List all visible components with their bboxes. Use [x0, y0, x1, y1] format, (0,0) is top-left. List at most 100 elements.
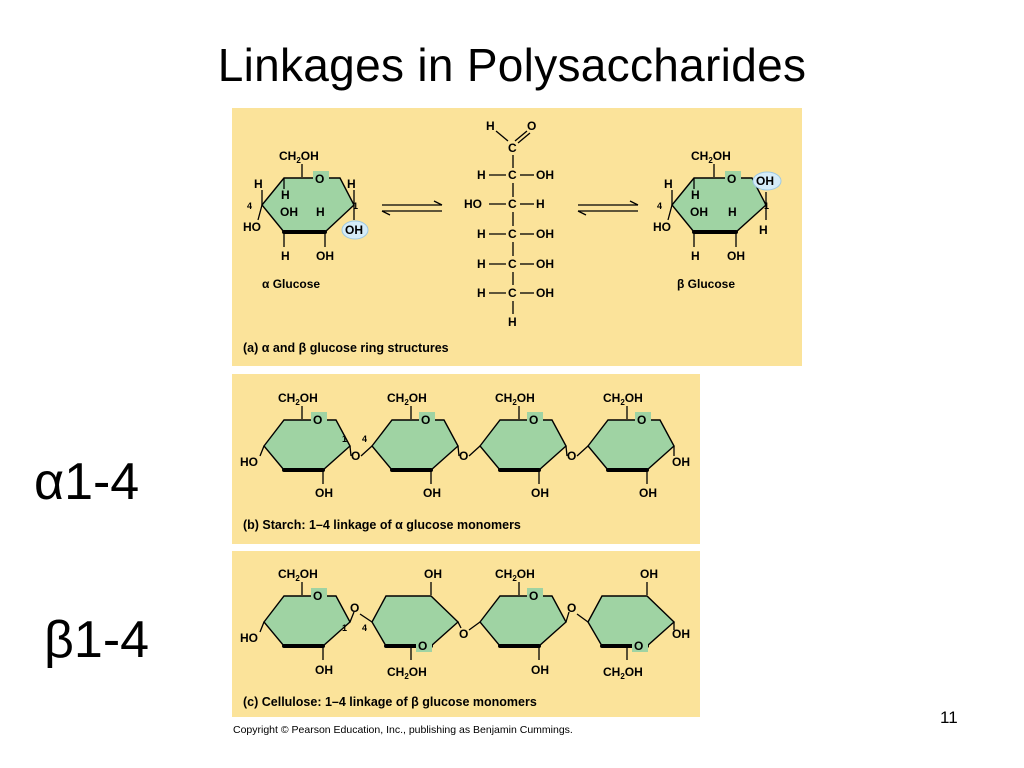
- svg-text:OH: OH: [756, 174, 774, 188]
- svg-text:O: O: [529, 413, 538, 427]
- svg-text:CH2OH: CH2OH: [603, 665, 643, 681]
- svg-text:O: O: [315, 172, 324, 186]
- beta-glucose-molecule: CH2OH O OH H H 4 1 OH H HO H H OH: [653, 149, 782, 263]
- beta-linkage-label: β1-4: [44, 611, 150, 669]
- equilibrium-arrows-left: [381, 200, 443, 216]
- svg-text:O: O: [421, 413, 430, 427]
- svg-text:OH: OH: [531, 486, 549, 500]
- svg-text:C: C: [508, 257, 517, 271]
- svg-text:H: H: [316, 205, 325, 219]
- svg-text:CH2OH: CH2OH: [278, 391, 318, 407]
- svg-text:O: O: [634, 639, 643, 653]
- svg-text:HO: HO: [653, 220, 671, 234]
- beta-glucose-name: β Glucose: [677, 277, 735, 291]
- svg-text:CH2OH: CH2OH: [495, 391, 535, 407]
- svg-text:H: H: [477, 286, 486, 300]
- svg-text:1: 1: [353, 201, 358, 211]
- svg-text:O: O: [313, 413, 322, 427]
- svg-text:H: H: [477, 168, 486, 182]
- svg-text:H: H: [281, 188, 290, 202]
- panel-c-caption: (c) Cellulose: 1–4 linkage of β glucose …: [243, 695, 537, 709]
- svg-text:CH2OH: CH2OH: [387, 391, 427, 407]
- svg-text:H: H: [486, 119, 495, 133]
- svg-text:O: O: [350, 601, 359, 615]
- svg-text:OH: OH: [280, 205, 298, 219]
- svg-text:O: O: [727, 172, 736, 186]
- svg-text:OH: OH: [640, 567, 658, 581]
- svg-text:O: O: [459, 627, 468, 641]
- svg-text:O: O: [567, 449, 576, 463]
- svg-text:O: O: [527, 119, 536, 133]
- svg-text:4: 4: [362, 434, 367, 444]
- svg-text:C: C: [508, 197, 517, 211]
- panel-b-caption: (b) Starch: 1–4 linkage of α glucose mon…: [243, 518, 521, 532]
- svg-text:O: O: [351, 449, 360, 463]
- svg-text:CH2OH: CH2OH: [495, 567, 535, 583]
- svg-text:O: O: [418, 639, 427, 653]
- starch-chain: CH2OH O HO OH 1 4 O CH2OH O OH O CH2OH O: [240, 391, 690, 500]
- svg-text:O: O: [637, 413, 646, 427]
- linear-glucose-molecule: H O C H C OH HO C H H C OH H C OH H C OH: [464, 119, 554, 329]
- page-number: 11: [940, 708, 958, 727]
- alpha-glucose-name: α Glucose: [262, 277, 320, 291]
- equilibrium-arrows-right: [577, 200, 639, 216]
- svg-text:OH: OH: [531, 663, 549, 677]
- copyright-notice: Copyright © Pearson Education, Inc., pub…: [233, 724, 573, 736]
- svg-text:O: O: [459, 449, 468, 463]
- svg-text:CH2OH: CH2OH: [387, 665, 427, 681]
- svg-text:OH: OH: [536, 286, 554, 300]
- svg-text:CH2OH: CH2OH: [279, 149, 319, 165]
- panel-a-caption: (a) α and β glucose ring structures: [243, 341, 449, 355]
- svg-text:OH: OH: [727, 249, 745, 263]
- svg-text:O: O: [529, 589, 538, 603]
- svg-text:OH: OH: [345, 223, 363, 237]
- svg-text:H: H: [281, 249, 290, 263]
- svg-text:H: H: [664, 177, 673, 191]
- svg-text:H: H: [254, 177, 263, 191]
- alpha-glucose-molecule: CH2OH O H H H 4 1 OH H HO OH H OH: [243, 149, 369, 263]
- svg-text:OH: OH: [316, 249, 334, 263]
- panel-a-background: [232, 108, 802, 366]
- svg-text:OH: OH: [424, 567, 442, 581]
- svg-text:H: H: [728, 205, 737, 219]
- svg-text:1: 1: [342, 623, 347, 633]
- svg-text:H: H: [691, 188, 700, 202]
- svg-text:H: H: [536, 197, 545, 211]
- svg-text:H: H: [347, 177, 356, 191]
- svg-text:H: H: [508, 315, 517, 329]
- svg-text:OH: OH: [315, 663, 333, 677]
- svg-text:4: 4: [362, 623, 367, 633]
- svg-text:H: H: [477, 257, 486, 271]
- svg-text:OH: OH: [639, 486, 657, 500]
- svg-text:O: O: [567, 601, 576, 615]
- svg-text:1: 1: [342, 434, 347, 444]
- svg-text:H: H: [691, 249, 700, 263]
- svg-text:C: C: [508, 168, 517, 182]
- svg-text:OH: OH: [672, 455, 690, 469]
- svg-text:OH: OH: [690, 205, 708, 219]
- cellulose-chain: CH2OH O HO OH 1 4 O OH O CH2OH O CH2OH O: [240, 567, 690, 681]
- slide-title: Linkages in Polysaccharides: [217, 39, 807, 91]
- svg-text:HO: HO: [464, 197, 482, 211]
- svg-text:HO: HO: [243, 220, 261, 234]
- svg-text:O: O: [313, 589, 322, 603]
- svg-text:HO: HO: [240, 631, 258, 645]
- svg-text:C: C: [508, 141, 517, 155]
- svg-text:OH: OH: [423, 486, 441, 500]
- svg-text:OH: OH: [672, 627, 690, 641]
- svg-text:C: C: [508, 227, 517, 241]
- svg-text:H: H: [477, 227, 486, 241]
- svg-text:4: 4: [657, 201, 662, 211]
- svg-text:4: 4: [247, 201, 252, 211]
- svg-text:C: C: [508, 286, 517, 300]
- svg-text:OH: OH: [536, 257, 554, 271]
- svg-text:OH: OH: [315, 486, 333, 500]
- svg-text:H: H: [759, 223, 768, 237]
- svg-text:CH2OH: CH2OH: [691, 149, 731, 165]
- svg-text:HO: HO: [240, 455, 258, 469]
- svg-text:CH2OH: CH2OH: [278, 567, 318, 583]
- svg-text:CH2OH: CH2OH: [603, 391, 643, 407]
- alpha-linkage-label: α1-4: [34, 453, 140, 511]
- svg-text:OH: OH: [536, 227, 554, 241]
